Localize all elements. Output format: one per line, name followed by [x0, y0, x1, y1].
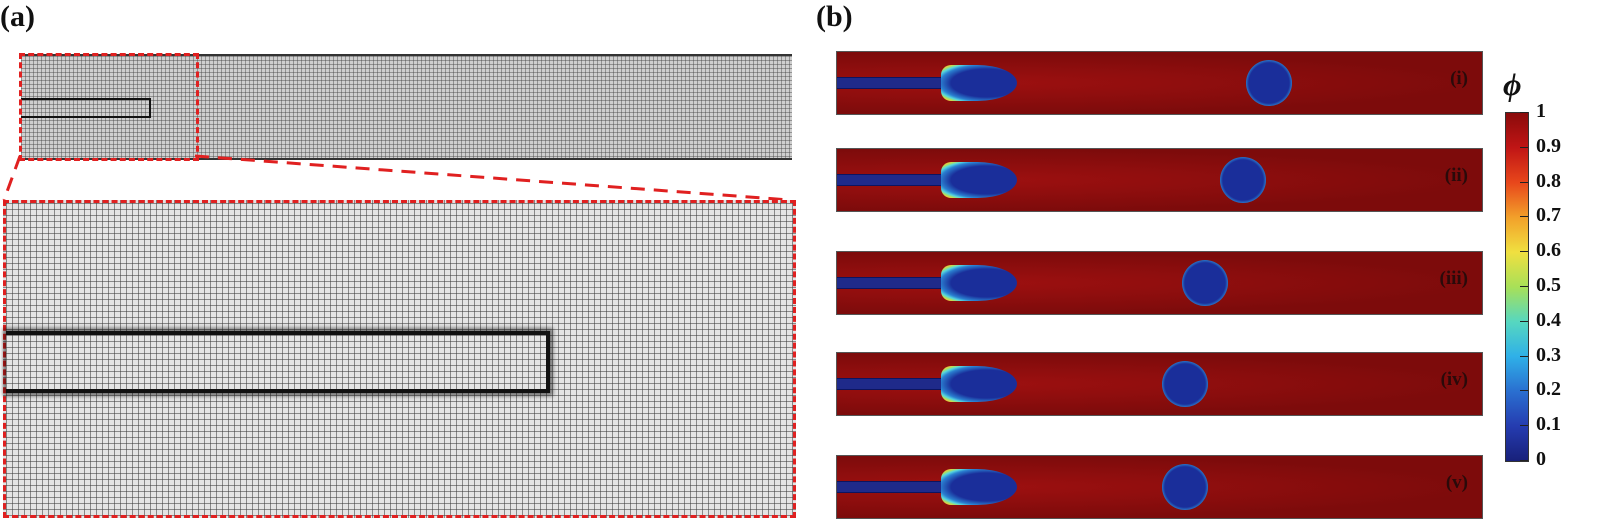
colorbar-tick-mark — [1520, 460, 1528, 461]
zoom-connector — [2, 154, 791, 202]
colorbar-tick-mark — [1520, 112, 1528, 113]
detached-droplet — [1181, 260, 1228, 306]
colorbar-tick-mark — [1520, 390, 1528, 392]
needle — [837, 174, 945, 186]
forming-droplet — [941, 469, 1017, 505]
zoomed-needle — [6, 331, 550, 393]
detached-droplet — [1162, 361, 1209, 407]
colorbar-tick-mark — [1520, 216, 1528, 218]
zoom-connector-right — [194, 154, 791, 202]
colorbar-tick-label: 0.3 — [1536, 343, 1561, 366]
detached-droplet — [1162, 464, 1209, 510]
colorbar-tick-label: 0.9 — [1536, 134, 1561, 157]
colorbar-tick-mark — [1520, 181, 1528, 183]
needle — [837, 378, 945, 390]
panel-b-label: (b) — [816, 0, 853, 33]
colorbar-tick-label: 0.7 — [1536, 204, 1561, 227]
snapshot-label: (iv) — [1440, 369, 1468, 390]
colorbar-symbol: ϕ — [1503, 66, 1522, 102]
snapshot-frame: (iv) — [836, 352, 1483, 416]
detached-droplet — [1220, 157, 1267, 203]
forming-droplet — [941, 265, 1017, 301]
snapshot-label: (i) — [1450, 68, 1468, 89]
colorbar-tick-label: 0.8 — [1536, 169, 1561, 192]
colorbar-tick-mark — [1520, 425, 1528, 427]
detached-droplet — [1246, 60, 1293, 106]
snapshot-label: (iii) — [1439, 268, 1469, 289]
colorbar-tick-label: 0.5 — [1536, 274, 1561, 296]
needle — [837, 277, 945, 289]
colorbar-tick-label: 0 — [1536, 448, 1546, 470]
colorbar-tick-mark — [1520, 286, 1528, 287]
forming-droplet — [941, 366, 1017, 402]
overview-mesh — [21, 54, 792, 160]
forming-droplet — [941, 162, 1017, 198]
forming-droplet — [941, 65, 1017, 101]
colorbar-tick-label: 0.6 — [1536, 239, 1561, 262]
colorbar-tick-mark — [1520, 320, 1528, 322]
colorbar-tick-mark — [1520, 355, 1528, 357]
zoom-region-box — [19, 53, 199, 161]
colorbar — [1505, 112, 1529, 462]
snapshot-frame: (v) — [836, 455, 1483, 519]
colorbar-tick-label: 0.1 — [1536, 413, 1561, 436]
snapshot-frame: (i) — [836, 51, 1483, 115]
zoomed-mesh — [3, 200, 796, 518]
needle — [837, 481, 945, 493]
panel-a-label: (a) — [0, 0, 35, 33]
snapshot-frame: (ii) — [836, 148, 1483, 212]
colorbar-tick-mark — [1520, 146, 1528, 148]
colorbar-tick-mark — [1520, 251, 1528, 253]
snapshot-label: (v) — [1445, 472, 1468, 493]
snapshot-label: (ii) — [1444, 165, 1468, 186]
snapshot-frame: (iii) — [836, 251, 1483, 315]
colorbar-tick-label: 0.2 — [1536, 378, 1561, 401]
zoom-connector-left — [2, 155, 22, 201]
colorbar-tick-label: 0.4 — [1536, 308, 1561, 331]
colorbar-tick-label: 1 — [1536, 100, 1546, 122]
needle — [837, 77, 945, 89]
overview-needle — [21, 98, 151, 118]
